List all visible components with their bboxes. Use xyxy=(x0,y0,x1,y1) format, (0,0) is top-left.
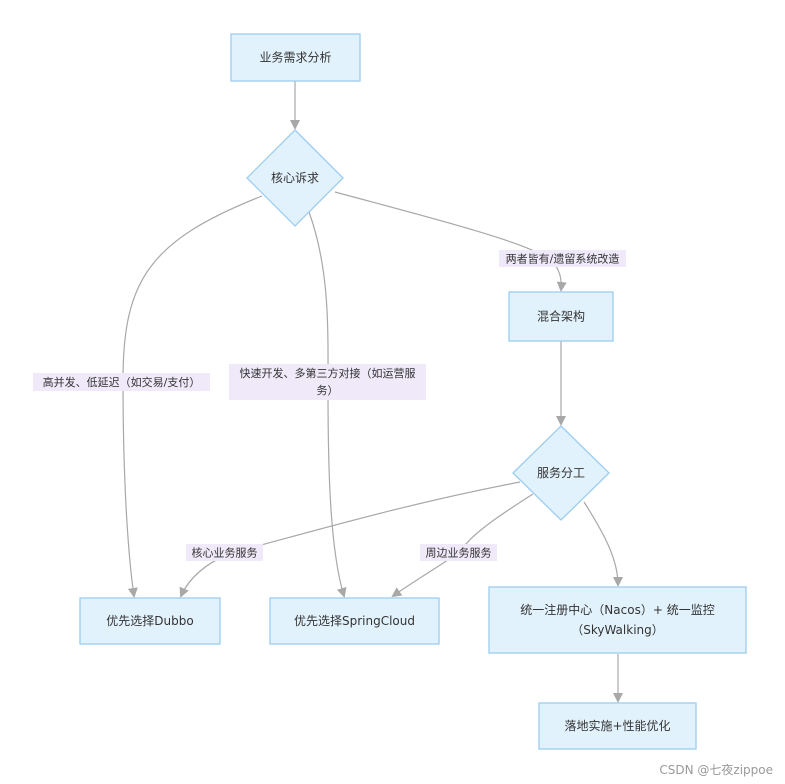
edge-label-peripheral-service-text: 周边业务服务 xyxy=(426,547,492,560)
node-prefer-springcloud: 优先选择SpringCloud xyxy=(269,597,440,645)
edge-label-both-legacy-text: 两者皆有/遗留系统改造 xyxy=(506,252,620,266)
node-prefer-dubbo: 优先选择Dubbo xyxy=(79,597,221,645)
node-prefer-dubbo-label: 优先选择Dubbo xyxy=(106,614,193,628)
edge-label-high-concurrency: 高并发、低延迟（如交易/支付） xyxy=(33,373,210,391)
edge-division-to-dubbo xyxy=(179,481,521,598)
node-unified-registry-label-line1: 统一注册中心（Nacos）+ 统一监控 xyxy=(520,602,714,617)
edge-core-to-springcloud xyxy=(308,211,347,598)
edge-label-both-legacy: 两者皆有/遗留系统改造 xyxy=(499,250,626,267)
edge-label-rapid-dev-line1: 快速开发、多第三方对接（如运营服 xyxy=(240,366,416,380)
edge-label-high-concurrency-text: 高并发、低延迟（如交易/支付） xyxy=(43,375,201,389)
node-service-division: 服务分工 xyxy=(512,425,610,521)
edge-core-to-hybrid xyxy=(334,191,567,292)
edge-label-core-service: 核心业务服务 xyxy=(186,544,263,561)
node-service-division-label: 服务分工 xyxy=(537,465,585,480)
node-unified-registry: 统一注册中心（Nacos）+ 统一监控 （SkyWalking） xyxy=(488,586,747,654)
watermark: CSDN @七夜zippoe xyxy=(659,763,773,777)
node-hybrid-architecture: 混合架构 xyxy=(508,291,614,342)
node-core-demand-label: 核心诉求 xyxy=(271,171,319,185)
edge-label-rapid-dev: 快速开发、多第三方对接（如运营服 务） xyxy=(229,364,426,400)
node-landing-optimization: 落地实施+性能优化 xyxy=(538,702,697,750)
edge-label-rapid-dev-line2: 务） xyxy=(317,384,339,397)
node-core-demand: 核心诉求 xyxy=(246,129,344,227)
node-requirement-analysis: 业务需求分析 xyxy=(230,33,361,82)
node-landing-optimization-label: 落地实施+性能优化 xyxy=(564,718,670,733)
node-prefer-springcloud-label: 优先选择SpringCloud xyxy=(294,614,415,628)
edge-label-peripheral-service: 周边业务服务 xyxy=(420,544,497,561)
node-hybrid-architecture-label: 混合架构 xyxy=(537,309,585,324)
edge-division-to-registry xyxy=(583,501,623,587)
node-requirement-analysis-label: 业务需求分析 xyxy=(259,50,331,65)
edge-label-core-service-text: 核心业务服务 xyxy=(192,546,258,560)
node-unified-registry-label-line2: （SkyWalking） xyxy=(571,623,664,637)
